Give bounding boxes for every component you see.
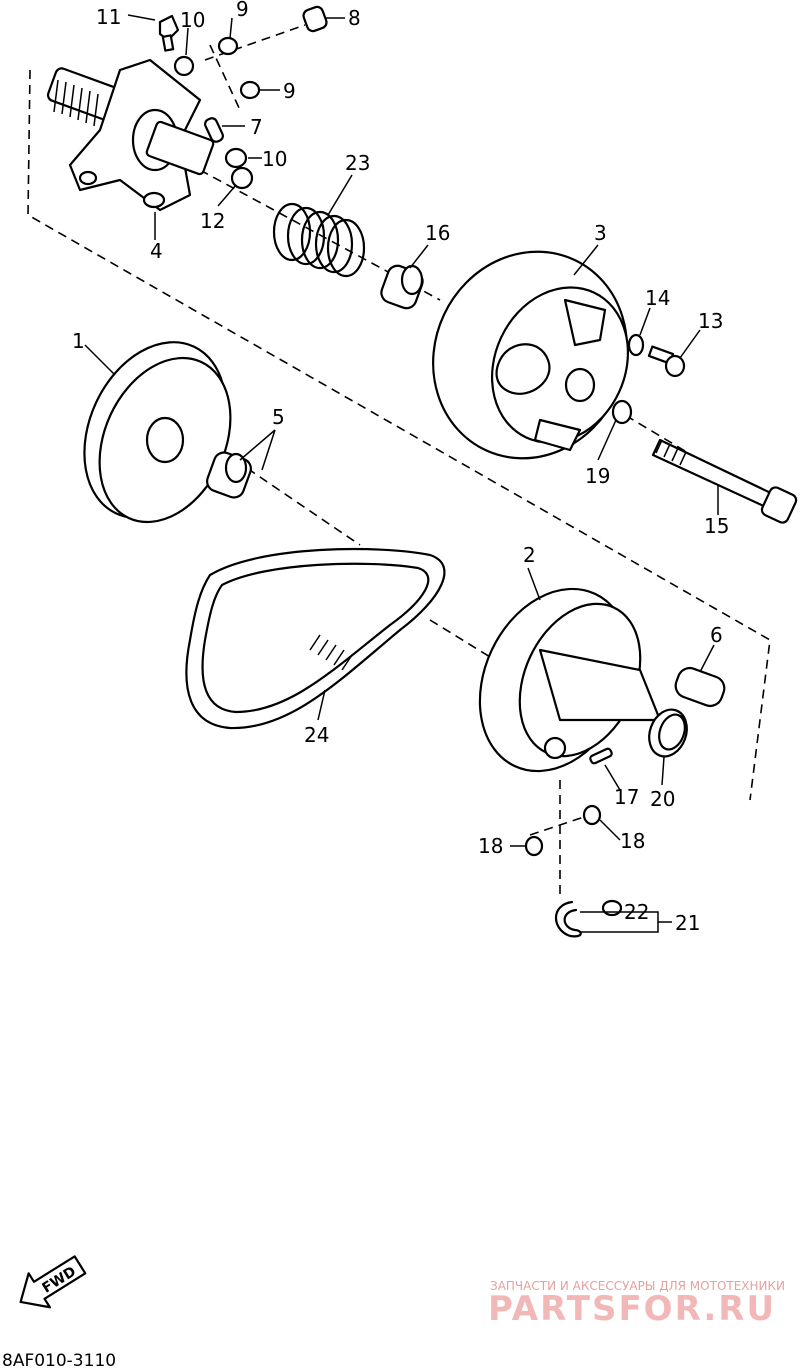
callout-6: 6 bbox=[710, 623, 723, 647]
part-2-secondary-sheave bbox=[478, 587, 662, 773]
part-6-collar bbox=[674, 666, 726, 708]
part-3-movable-sheave bbox=[432, 250, 630, 460]
callout-17: 17 bbox=[614, 785, 639, 809]
part-18-rollers bbox=[524, 804, 602, 857]
callout-10-top: 10 bbox=[180, 8, 205, 32]
callout-18-right: 18 bbox=[620, 829, 645, 853]
callout-23: 23 bbox=[345, 151, 370, 175]
part-20-seal bbox=[648, 708, 688, 758]
callout-9-right: 9 bbox=[283, 79, 296, 103]
callout-16: 16 bbox=[425, 221, 450, 245]
callout-4: 4 bbox=[150, 239, 163, 263]
callout-numbers: 11 10 9 8 9 7 10 12 4 23 16 3 14 13 19 1… bbox=[72, 0, 729, 935]
watermark: ЗАПЧАСТИ И АКСЕССУАРЫ ДЛЯ МОТОТЕХНИКИ PA… bbox=[488, 1279, 785, 1329]
callout-2: 2 bbox=[523, 543, 536, 567]
callout-14: 14 bbox=[645, 286, 670, 310]
callout-11: 11 bbox=[96, 5, 121, 29]
fwd-label: FWD bbox=[39, 1264, 79, 1297]
callout-20: 20 bbox=[650, 787, 675, 811]
callout-21: 21 bbox=[675, 911, 700, 935]
callout-8: 8 bbox=[348, 6, 361, 30]
part-19-washer bbox=[611, 399, 633, 425]
callout-19: 19 bbox=[585, 464, 610, 488]
callout-9-top: 9 bbox=[236, 0, 249, 21]
small-hardware-top bbox=[158, 5, 328, 190]
diagram-code: 8AF010-3110 bbox=[2, 1351, 116, 1369]
callout-13: 13 bbox=[698, 309, 723, 333]
callout-10-mid: 10 bbox=[262, 147, 287, 171]
part-4-fixed-sheave-shaft bbox=[46, 58, 215, 212]
callout-3: 3 bbox=[594, 221, 607, 245]
part-1-sheave-plate bbox=[83, 341, 232, 524]
part-16-bushing bbox=[380, 264, 424, 310]
part-5-slider bbox=[206, 451, 252, 499]
part-24-drive-belt bbox=[185, 547, 446, 730]
watermark-brand: PARTSFOR.RU bbox=[488, 1289, 776, 1329]
callout-12: 12 bbox=[200, 209, 225, 233]
callout-1: 1 bbox=[72, 329, 85, 353]
part-23-spring bbox=[272, 202, 366, 278]
watermark-tagline: ЗАПЧАСТИ И АКСЕССУАРЫ ДЛЯ МОТОТЕХНИКИ bbox=[490, 1279, 785, 1293]
callout-15: 15 bbox=[704, 514, 729, 538]
leader-lines bbox=[84, 14, 719, 933]
callout-22: 22 bbox=[624, 900, 649, 924]
part-13-bolt bbox=[647, 345, 686, 378]
part-21-clip bbox=[555, 899, 623, 938]
fwd-arrow-icon: FWD bbox=[19, 1255, 87, 1309]
callout-18-left: 18 bbox=[478, 834, 503, 858]
callout-5: 5 bbox=[272, 405, 285, 429]
part-17-pin bbox=[589, 747, 613, 765]
callout-7: 7 bbox=[250, 115, 263, 139]
callout-24: 24 bbox=[304, 723, 329, 747]
part-15-bolt bbox=[651, 438, 798, 524]
part-14-washer bbox=[627, 333, 645, 357]
